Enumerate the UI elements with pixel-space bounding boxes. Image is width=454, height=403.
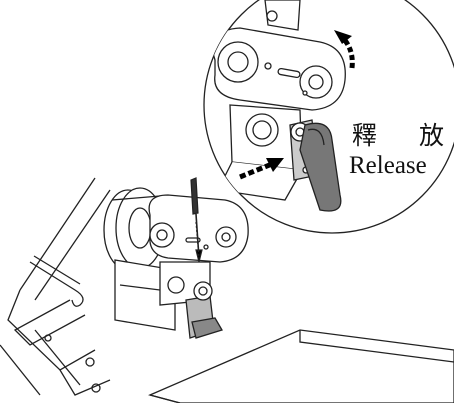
pulley-assembly bbox=[103, 187, 249, 339]
dashed-straight-arrow-icon bbox=[239, 158, 284, 180]
hand-icon bbox=[299, 122, 342, 212]
zoom-inset bbox=[203, 0, 454, 234]
release-label-chinese: 釋 放 bbox=[352, 121, 454, 150]
dashed-curved-arrow-icon bbox=[334, 30, 355, 69]
release-label-english: Release bbox=[349, 152, 427, 179]
screwdriver-icon bbox=[190, 177, 203, 263]
machine-base bbox=[0, 177, 454, 403]
